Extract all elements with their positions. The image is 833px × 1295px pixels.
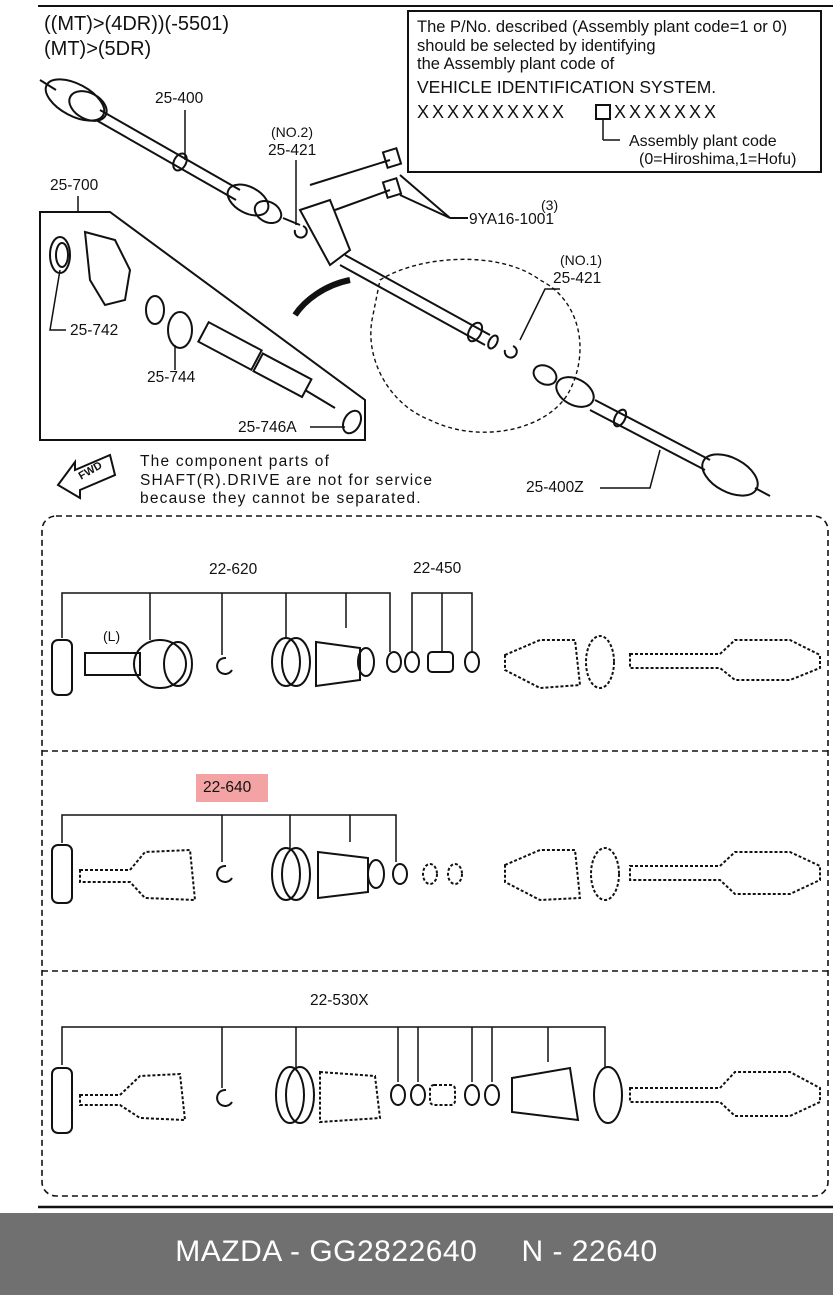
shaft-parts [49, 230, 363, 435]
service-note-line-3: because they cannot be separated. [140, 490, 422, 507]
title-line-2: (MT)>(5DR) [44, 38, 152, 60]
kit-2-parts [51, 814, 821, 904]
callout-9ya16-qty: (3) [541, 197, 559, 213]
note-line-3: the Assembly plant code of [417, 55, 615, 73]
fwd-arrow-icon [56, 453, 117, 500]
drive-shaft-left [39, 78, 301, 226]
kit-1-label: 22-620 [209, 561, 258, 578]
plant-code-label: Assembly plant code [629, 133, 777, 150]
footer-bar: MAZDA - GG2822640 N - 22640 [0, 1213, 833, 1295]
assembly-plant-note: The P/No. described (Assembly plant code… [407, 10, 822, 173]
service-note-line-2: SHAFT(R).DRIVE are not for service [140, 471, 434, 489]
note-line-2: should be selected by identifying [417, 37, 656, 55]
callout-25-421-right-qty: (NO.1) [560, 252, 602, 268]
callout-25-742: 25-742 [70, 322, 119, 339]
kit-1-parts [51, 592, 821, 696]
note-line-4: VEHICLE IDENTIFICATION SYSTEM. [417, 77, 717, 97]
callout-9ya16-1001: 9YA16-1001 [469, 211, 555, 228]
kit-2-label: 22-640 [203, 779, 252, 796]
plant-code-box [595, 104, 611, 120]
service-note-line-1: The component parts of [140, 453, 331, 470]
callout-25-746a: 25-746A [238, 419, 297, 436]
kit-section-frame [41, 515, 829, 1197]
kit-3-parts [51, 1026, 821, 1134]
transmission-outline [370, 258, 581, 433]
title-line-1: ((MT)>(4DR))(-5501) [44, 13, 229, 35]
kit-1-side-label: (L) [103, 628, 121, 644]
kit-3-label: 22-530X [310, 992, 369, 1009]
bolts [309, 147, 468, 219]
kit-1-label-2: 22-450 [413, 560, 462, 577]
shaft-assembly-box [39, 211, 366, 441]
footer-ref: N - 22640 [521, 1235, 658, 1268]
drive-shaft-right [532, 364, 771, 497]
plant-code-values: (0=Hiroshima,1=Hofu) [639, 151, 797, 168]
direction-arrow [292, 277, 351, 317]
exploded-parts-diagram [38, 5, 833, 1209]
service-note: The component parts of SHAFT(R).DRIVE ar… [140, 453, 433, 509]
vin-code-right: XXXXXXX [614, 102, 720, 122]
note-line-1: The P/No. described (Assembly plant code… [417, 18, 788, 36]
callout-25-400z: 25-400Z [526, 479, 584, 496]
footer-brand: MAZDA [175, 1235, 282, 1268]
leader-lines [49, 110, 661, 489]
callout-25-421-top-qty: (NO.2) [271, 124, 313, 140]
callout-25-421-right: 25-421 [553, 270, 602, 287]
intermediate-shaft [293, 198, 518, 359]
footer-part-number: GG2822640 [309, 1235, 478, 1268]
callout-25-400: 25-400 [155, 90, 204, 107]
callout-25-421-top: 25-421 [268, 142, 317, 159]
highlight-22-640 [196, 774, 268, 802]
vin-code-left: XXXXXXXXXX [417, 102, 568, 122]
footer-text: MAZDA - GG2822640 N - 22640 [175, 1235, 658, 1268]
callout-25-744: 25-744 [147, 369, 196, 386]
callout-25-700: 25-700 [50, 177, 99, 194]
